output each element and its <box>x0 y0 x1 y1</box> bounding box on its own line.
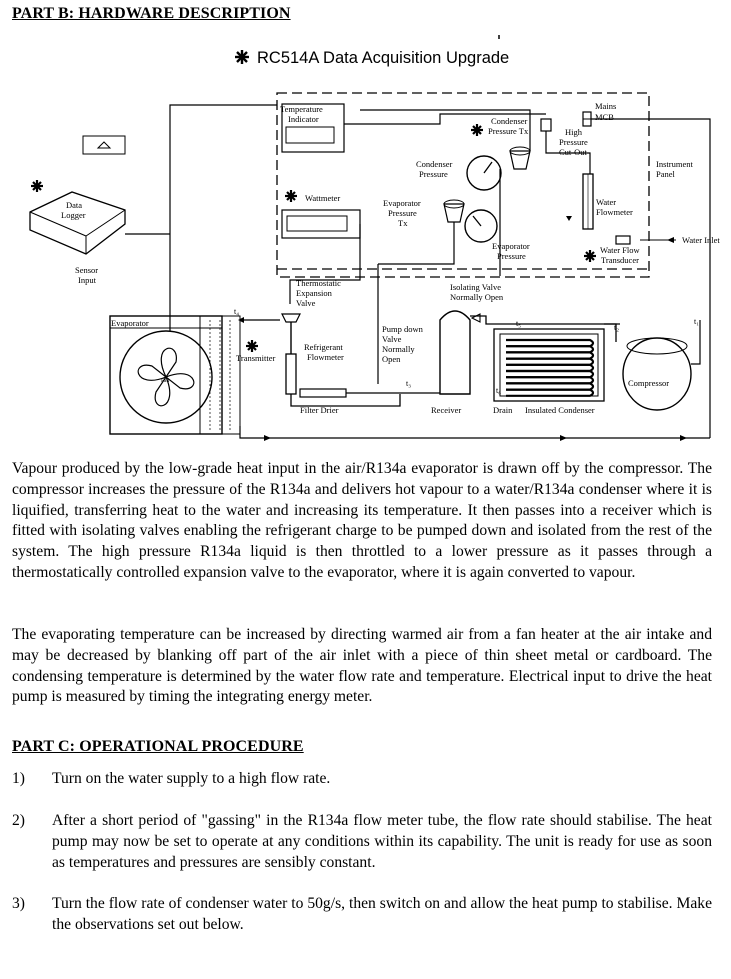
diagram-label: Refrigerant <box>304 342 343 352</box>
diagram-label: High <box>565 127 583 137</box>
diagram-label: Fan <box>161 378 170 384</box>
diagram-label: t₄ <box>234 307 239 316</box>
diagram-label: Compressor <box>628 378 669 388</box>
diagram-label: t₂ <box>614 323 619 332</box>
step-text: Turn on the water supply to a high flow … <box>52 770 331 787</box>
diagram-label: Normally <box>382 344 415 354</box>
condenser-pressure-gauge <box>466 155 502 191</box>
title-asterisk-icon <box>235 50 249 64</box>
diagram-label: Drain <box>493 405 513 415</box>
paragraph-2: The evaporating temperature can be incre… <box>12 626 712 706</box>
diagram-label: Sensor <box>75 265 98 275</box>
isolating-valve <box>470 313 481 323</box>
diagram-label: Pressure <box>388 208 417 218</box>
condenser-tx-asterisk-icon <box>471 124 483 136</box>
diagram-label: Normally Open <box>450 292 504 302</box>
diagram-label: Pump down <box>382 324 424 334</box>
heat-pump-diagram: RC514A Data Acquisition Upgrade Temperat… <box>29 35 720 441</box>
diagram-label: Pressure <box>497 251 526 261</box>
diagram-label: Cut-Out <box>559 147 588 157</box>
diagram-label: Instrument <box>656 159 693 169</box>
diagram-label: Condenser <box>491 116 528 126</box>
water-flow-transducer <box>615 235 631 245</box>
evaporator-coil <box>109 315 223 435</box>
diagram-label: Transducer <box>601 255 639 265</box>
instrument-panel-box <box>276 92 650 278</box>
step-number: 1) <box>12 770 25 787</box>
diagram-label: Mains <box>595 101 616 111</box>
diagram-label: Open <box>382 354 401 364</box>
expansion-valve <box>281 313 301 323</box>
data-logger-asterisk-icon <box>31 180 43 192</box>
evaporator-pressure-gauge <box>464 209 498 243</box>
diagram-label: Pressure Tx <box>488 126 529 136</box>
diagram-label: Logger <box>61 210 86 220</box>
water-flow-transducer-asterisk-icon <box>584 250 596 262</box>
diagram-label: t₆ <box>496 386 501 395</box>
diagram-label: Evaporator <box>383 198 421 208</box>
wattmeter <box>281 209 361 239</box>
step-number: 2) <box>12 812 25 829</box>
diagram-label: Receiver <box>431 405 461 415</box>
diagram-label: Flowmeter <box>307 352 344 362</box>
diagram-label: Condenser <box>416 159 453 169</box>
diagram-label: Valve <box>382 334 402 344</box>
data-logger <box>29 191 126 255</box>
diagram-label: Pressure <box>559 137 588 147</box>
diagram-label: Filter Drier <box>300 405 339 415</box>
evaporator-label: Evaporator <box>111 318 149 328</box>
step-text: After a short period of "gassing" in the… <box>52 812 712 871</box>
diagram-label: Water Inlet <box>682 235 720 245</box>
diagram-label: Transmitter <box>236 353 276 363</box>
diagram-label: Water Flow <box>600 245 641 255</box>
diagram-label: Expansion <box>296 288 333 298</box>
part-b-heading: PART B: HARDWARE DESCRIPTION <box>12 5 291 22</box>
refrigerant-flowmeter <box>285 353 297 395</box>
compressor <box>622 337 692 411</box>
diagram-label: Insulated Condenser <box>525 405 595 415</box>
diagram-label: Panel <box>656 169 676 179</box>
wattmeter-asterisk-icon <box>285 190 297 202</box>
flowmeter-asterisk-icon <box>246 340 258 352</box>
diagram-title: RC514A Data Acquisition Upgrade <box>257 49 509 67</box>
diagram-label: Pressure <box>419 169 448 179</box>
diagram-label: t₃ <box>406 379 411 388</box>
diagram-label: Valve <box>296 298 316 308</box>
diagram-label: MCB <box>595 112 614 122</box>
diagram-label: Isolating Valve <box>450 282 501 292</box>
diagram-label: Indicator <box>288 114 319 124</box>
paragraph-1: Vapour produced by the low-grade heat in… <box>12 460 712 581</box>
wattmeter-label: Wattmeter <box>305 193 340 203</box>
temperature-indicator <box>281 103 345 153</box>
part-c-heading: PART C: OPERATIONAL PROCEDURE <box>12 738 304 755</box>
diagram-label: Tx <box>398 218 408 228</box>
step-number: 3) <box>12 895 25 912</box>
diagram-label: Data <box>66 200 82 210</box>
diagram-label: Thermostatic <box>296 278 341 288</box>
diagram-label: Water <box>596 197 616 207</box>
step-text: Turn the flow rate of condenser water to… <box>52 895 712 933</box>
diagram-label: Flowmeter <box>596 207 633 217</box>
condenser-coil-turns <box>506 338 595 397</box>
diagram-label: Input <box>78 275 97 285</box>
logger-keyboard-icon <box>82 135 126 155</box>
coil-turn <box>506 388 595 397</box>
diagram-label: Temperature <box>280 104 323 114</box>
receiver <box>439 310 471 395</box>
diagram-label: Evaporator <box>492 241 530 251</box>
filter-drier <box>299 388 347 398</box>
diagram-label: t₁ <box>694 317 699 326</box>
condenser-pressure-tx <box>540 118 552 132</box>
